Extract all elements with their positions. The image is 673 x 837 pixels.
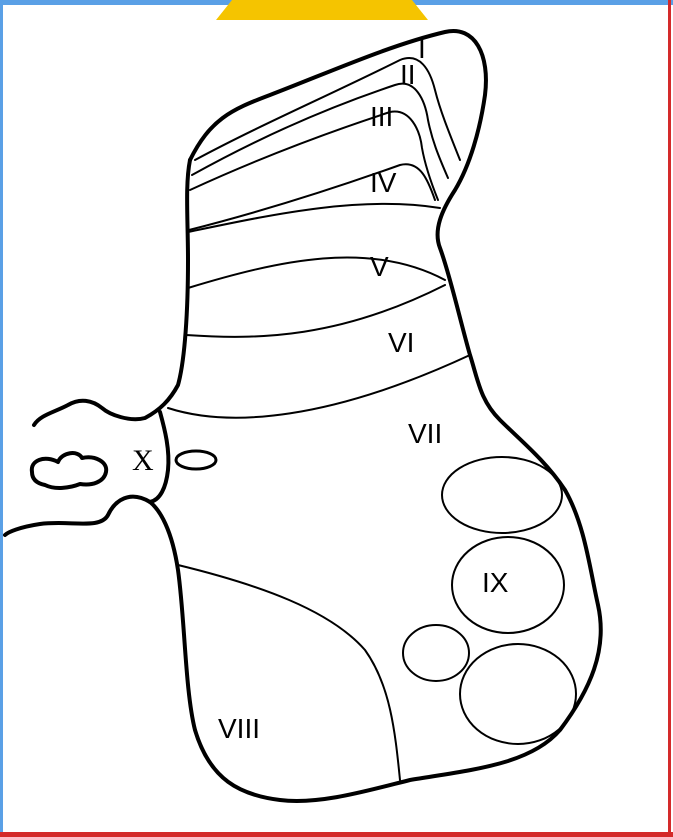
small-oval: [176, 451, 216, 469]
lamina-label-VI: VI: [388, 327, 414, 358]
lamina-label-VII: VII: [408, 418, 442, 449]
frame-bottom-border: [0, 832, 673, 837]
lamina-V-boundary: [188, 257, 445, 288]
motor-nucleus-3: [403, 625, 469, 681]
lamina-label-II: II: [400, 59, 416, 90]
lamina-label-VIII: VIII: [218, 713, 260, 744]
lamina-V-top-boundary: [188, 204, 440, 232]
frame-right-border: [668, 0, 671, 837]
motor-nucleus-4: [460, 644, 576, 744]
motor-nucleus-1: [442, 457, 562, 533]
lamina-VIII-boundary: [178, 565, 400, 780]
lamina-label-X: X: [132, 444, 154, 477]
top-tab: [216, 0, 428, 20]
neck-outline: [34, 160, 190, 425]
lamina-label-IV: IV: [370, 167, 397, 198]
frame-left-border: [0, 0, 3, 837]
lamina-label-III: III: [370, 101, 393, 132]
central-canal-icon: [32, 453, 106, 488]
lamina-label-I: I: [418, 33, 426, 64]
lamina-VII-boundary: [168, 355, 470, 418]
lamina-label-V: V: [370, 251, 389, 282]
lamina-label-IX: IX: [482, 567, 509, 598]
grey-matter-outline: [5, 31, 601, 801]
